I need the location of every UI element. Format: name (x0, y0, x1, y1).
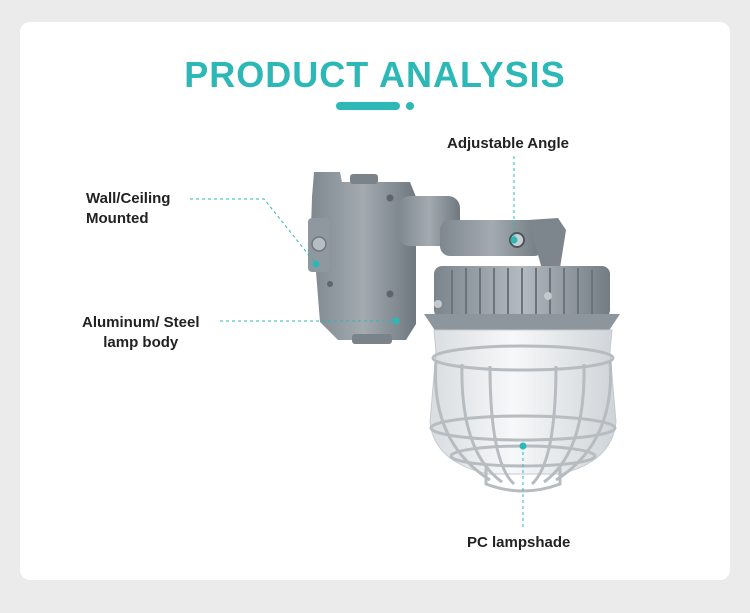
callout-dot-mount (312, 260, 320, 268)
title-underline-bar (336, 102, 400, 110)
callout-lamp-body: Aluminum/ Steel lamp body (82, 314, 200, 351)
callout-dot-shade (519, 442, 527, 450)
heatsink (424, 266, 620, 332)
callout-pc-lampshade: PC lampshade (467, 534, 571, 551)
lamp-illustration (190, 156, 620, 528)
callout-lines (190, 156, 524, 528)
callout-dot-angle (510, 236, 518, 244)
callout-wall-ceiling-mounted: Wall/Ceiling Mounted (86, 190, 171, 227)
page-title: PRODUCT ANALYSIS (184, 54, 566, 95)
title-underline-dot (406, 102, 414, 110)
callout-dots (312, 236, 527, 450)
mount-arm (398, 196, 566, 276)
callout-line-mount (190, 198, 317, 265)
mount-box (308, 172, 416, 344)
callout-adjustable-angle: Adjustable Angle (447, 135, 569, 152)
callout-dot-body (392, 317, 400, 325)
product-card: PRODUCT ANALYSIS (20, 22, 730, 580)
